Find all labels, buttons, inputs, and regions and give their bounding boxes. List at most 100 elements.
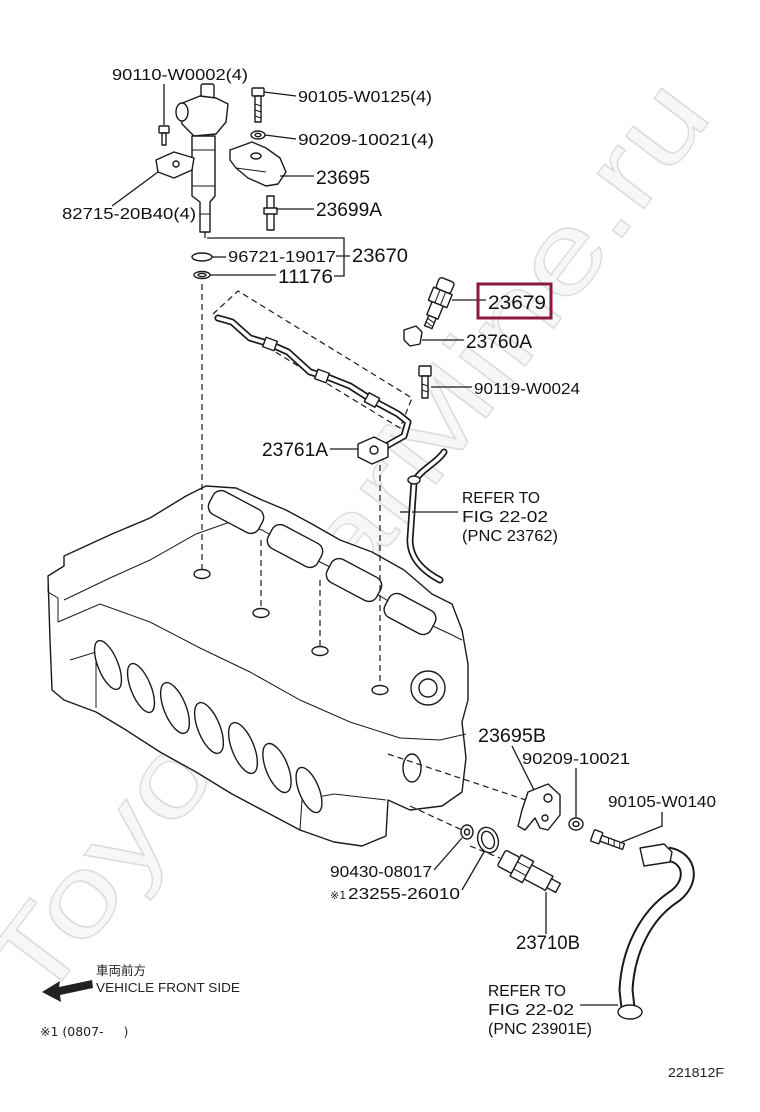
refer-upper-line3: (PNC 23762) xyxy=(462,528,558,545)
callout-11176[interactable]: 11176 xyxy=(278,267,333,288)
callout-82715-20B40[interactable]: 82715-20B40(4) xyxy=(62,206,196,223)
injector-well xyxy=(193,568,211,580)
callout-23710B[interactable]: 23710B xyxy=(516,933,580,954)
washer-90209-drawing xyxy=(250,130,266,140)
callout-23761A[interactable]: 23761A xyxy=(262,440,328,461)
o-ring-96721 xyxy=(191,252,213,262)
bolt-90105-W0140-drawing xyxy=(590,829,626,851)
clamp-23695-drawing xyxy=(229,141,287,187)
cam-bump xyxy=(266,523,324,569)
highlight-box xyxy=(476,282,553,320)
pipe-clamp xyxy=(261,336,279,352)
injection-pipe-inner xyxy=(216,316,410,447)
leader-90105-W0125 xyxy=(263,91,297,97)
hex-edge xyxy=(439,291,447,306)
cam-bump xyxy=(383,592,437,636)
callout-23670[interactable]: 23670 xyxy=(352,246,408,267)
leader-82715 xyxy=(111,171,159,207)
bolt-head xyxy=(418,365,432,377)
callout-90105-W0140[interactable]: 90105-W0140 xyxy=(608,794,716,811)
clamp-lower xyxy=(517,783,561,831)
injection-pipe-drawing xyxy=(214,314,412,465)
bolt-90119-drawing xyxy=(418,365,432,399)
callout-90110-W0002[interactable]: 90110-W0002(4) xyxy=(112,67,248,84)
bore xyxy=(159,681,191,735)
boss-lower xyxy=(402,753,422,783)
footnote: ※1 (0807- ) xyxy=(40,1024,128,1039)
cam-cover-bumps xyxy=(207,489,437,636)
alignment-lines xyxy=(201,284,527,859)
bolt-shank xyxy=(599,834,626,851)
washer-hole xyxy=(254,132,262,138)
washer-90209-lower-drawing xyxy=(568,817,584,831)
stud-23699A-drawing xyxy=(263,195,278,231)
hose xyxy=(618,846,695,1009)
callout-90209-10021[interactable]: 90209-10021 xyxy=(522,751,630,768)
bolt-shank xyxy=(254,95,262,123)
bolt-thread xyxy=(421,383,429,393)
unit-tip xyxy=(546,878,562,894)
ring-23255-drawing xyxy=(476,826,500,854)
pipe-clamp xyxy=(313,368,331,384)
hex-edge xyxy=(513,868,527,876)
injector-inlet xyxy=(175,102,189,122)
leader-23255 xyxy=(461,851,485,891)
clamp-hole xyxy=(250,152,262,160)
injector-head xyxy=(179,95,229,137)
callout-23695[interactable]: 23695 xyxy=(316,168,370,189)
refer-lower-line3: (PNC 23901E) xyxy=(488,1021,592,1038)
boss-inner xyxy=(418,678,438,698)
leakoff-pipe-inner xyxy=(408,450,446,582)
sensor-23679-drawing xyxy=(423,277,455,330)
washer-hole xyxy=(572,820,580,828)
callout-90209-10021-4[interactable]: 90209-10021(4) xyxy=(298,132,434,149)
hose-fitting xyxy=(639,843,673,867)
unit-23710B-drawing xyxy=(497,849,562,894)
clamp-hole xyxy=(543,793,553,803)
rail-envelope xyxy=(212,290,413,429)
callout-23760A[interactable]: 23760A xyxy=(466,332,532,353)
injector-well xyxy=(252,607,270,619)
callout-23679[interactable]: 23679 xyxy=(488,293,546,314)
ring-hole xyxy=(463,828,471,836)
leakoff-pipe-drawing xyxy=(400,448,448,584)
front-face-line xyxy=(47,576,59,622)
callout-23255-26010[interactable]: 23255-26010 xyxy=(348,886,460,903)
bolt-head xyxy=(158,125,170,134)
direction-en: VEHICLE FRONT SIDE xyxy=(96,980,240,995)
clamp-edge xyxy=(235,167,267,173)
callout-23699A[interactable]: 23699A xyxy=(316,200,382,221)
hose-inner xyxy=(620,848,693,1009)
hex-edge xyxy=(517,861,531,869)
callout-90105-W0125[interactable]: 90105-W0125(4) xyxy=(298,89,432,106)
leader-90209-upper xyxy=(264,134,297,140)
clamp xyxy=(229,141,287,187)
callout-96721-19017[interactable]: 96721-19017 xyxy=(228,249,336,266)
bracket-hole xyxy=(172,160,180,168)
refer-lower-line1: REFER TO xyxy=(488,983,566,1000)
direction-jp: 車両前方 xyxy=(96,963,146,978)
bolt-shank xyxy=(161,132,167,146)
refer-upper-line1: REFER TO xyxy=(462,490,540,507)
arrow-left-icon xyxy=(42,980,93,1002)
leakoff-joint xyxy=(407,475,421,485)
bore xyxy=(93,639,123,691)
callout-90430-08017[interactable]: 90430-08017 xyxy=(330,864,432,881)
gasket-11176-drawing xyxy=(193,270,211,280)
cam-bump xyxy=(325,557,383,603)
callouts: 90110-W0002(4) 90105-W0125(4) 90209-1002… xyxy=(62,67,716,1038)
callout-90119-W0024[interactable]: 90119-W0024 xyxy=(474,381,580,398)
callout-23255-mark: ※1 xyxy=(330,889,346,902)
bracket-axis xyxy=(387,753,527,801)
ring-90430-drawing xyxy=(460,824,474,840)
bracket-82715-drawing xyxy=(155,151,195,179)
callout-23695B[interactable]: 23695B xyxy=(478,726,546,747)
injector-body xyxy=(191,135,216,233)
leader-lines xyxy=(111,84,663,1006)
injector-wells xyxy=(193,568,389,696)
bore xyxy=(295,766,323,814)
bore xyxy=(126,662,156,714)
injector-well xyxy=(311,645,329,657)
cam-bump xyxy=(207,489,265,535)
